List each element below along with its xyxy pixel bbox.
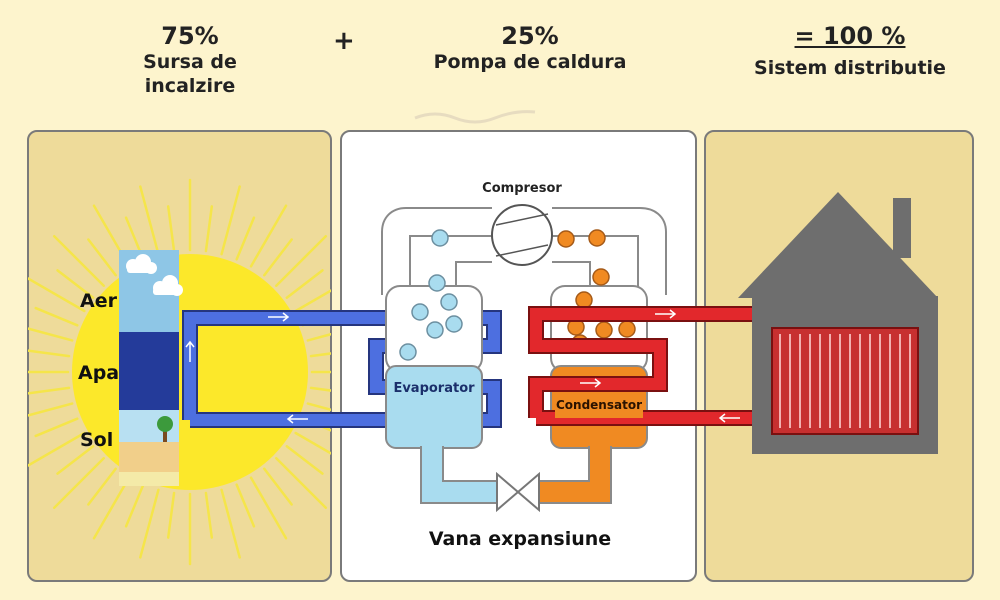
soil-bottom-layer (119, 472, 179, 486)
sun-ray (235, 216, 256, 261)
header-pump: 25% Pompa de caldura (420, 22, 640, 74)
compressor-label: Compresor (482, 181, 562, 196)
tree-icon (157, 416, 173, 442)
decorative-stroke (414, 110, 536, 124)
sun-ray (92, 476, 131, 540)
soil-layer (119, 442, 179, 472)
arrow-left-icon (415, 340, 437, 350)
pump-label: Pompa de caldura (433, 51, 627, 73)
sun-ray (204, 491, 214, 539)
cloud-icon (126, 254, 183, 296)
sun-ray (220, 488, 241, 559)
arrow-right-icon (268, 312, 290, 322)
sun-ray (28, 348, 71, 358)
header-total: = 100 % Sistem distributie (745, 22, 955, 80)
evaporator-label-bg (390, 378, 478, 404)
refrigerant-circuit (381, 204, 667, 513)
flow-arrows (185, 309, 740, 424)
chimney (893, 198, 911, 258)
sun-ray (166, 491, 176, 539)
total-percent: = 100 % (794, 22, 906, 50)
condenser-label: Condensator (555, 398, 642, 412)
arrow-right-icon (655, 309, 677, 319)
roof (738, 192, 938, 298)
layer-label-soil: Sol (80, 429, 114, 451)
sun-ray (235, 483, 256, 528)
sun-ray (28, 274, 86, 313)
sun-ray (309, 348, 331, 358)
source-label: Sursa de incalzire (143, 51, 237, 97)
sun-ray (204, 205, 214, 253)
sun-ray (28, 321, 74, 342)
layer-label-water: Apa (78, 362, 120, 384)
sun-ray (139, 185, 160, 256)
radiator-icon (771, 327, 919, 435)
sun-ray (309, 386, 331, 396)
pump-percent: 25% (501, 22, 559, 50)
condenser-label-bg (555, 396, 643, 418)
sun-ray (87, 467, 117, 506)
sun-ray (294, 274, 331, 313)
sun-ray (275, 234, 328, 287)
sun-ray (28, 402, 74, 423)
environment-column (119, 250, 183, 486)
expansion-valve-label: Vana expansiune (428, 528, 612, 550)
sun-ray (249, 204, 288, 268)
arrow-right-icon (580, 378, 602, 388)
sun-ray (306, 402, 331, 423)
source-percent: 75% (161, 22, 219, 50)
evaporator-label: Evaporator (393, 381, 475, 396)
sun-ray (220, 185, 241, 256)
sun-ray (166, 205, 176, 253)
compressor-icon (491, 204, 553, 266)
cold-refrigerant-particles (399, 229, 463, 361)
sun-ray (263, 238, 293, 277)
arrow-left-icon (286, 414, 308, 424)
cold-loop-pipe (184, 312, 500, 426)
sun-ray (294, 431, 331, 470)
water-layer (119, 332, 179, 410)
sun-ray (306, 321, 331, 342)
sun-ray (249, 476, 288, 540)
sun-ray (87, 238, 117, 277)
sun-ray (124, 483, 145, 528)
sun-ray (28, 386, 71, 396)
sun-ray (263, 467, 293, 506)
sun-ray (34, 306, 79, 327)
arrow-left-icon (718, 413, 740, 423)
sun-ray (52, 457, 105, 510)
header-source: 75% Sursa de incalzire (95, 22, 285, 98)
layer-label-air: Aer (80, 290, 117, 312)
sun-ray (34, 417, 79, 438)
sun-ray (56, 269, 95, 299)
sun-ray (275, 457, 328, 510)
sun-ray (285, 269, 324, 299)
total-label: Sistem distributie (754, 57, 946, 79)
sun-ray (56, 445, 95, 475)
arrow-up-icon (185, 340, 195, 362)
sun-ray (139, 488, 160, 559)
sun-ray (52, 234, 105, 287)
sun-ray (285, 445, 324, 475)
sun-ray (28, 431, 86, 470)
plus-sign: + (333, 26, 355, 56)
expansion-valve-icon (496, 471, 540, 513)
